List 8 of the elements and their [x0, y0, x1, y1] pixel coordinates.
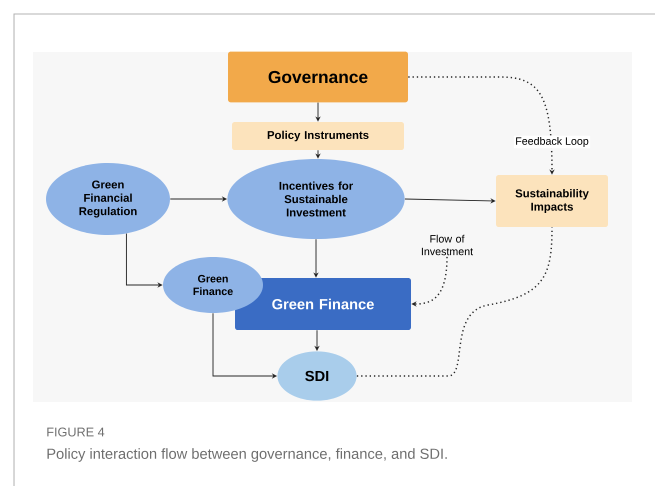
edge-label: Feedback Loop — [514, 136, 590, 148]
figure-number: FIGURE 4 — [47, 428, 104, 436]
annotation-text: Flow of Investment — [422, 234, 474, 256]
caption: Policy interaction flow between governance, finance, and SDI. — [47, 448, 447, 462]
process-box: Sustainability Impacts — [496, 175, 608, 227]
process-box: Green Finance — [235, 278, 411, 330]
process-box: Policy Instruments — [232, 122, 404, 150]
process-box: Governance — [228, 52, 408, 102]
